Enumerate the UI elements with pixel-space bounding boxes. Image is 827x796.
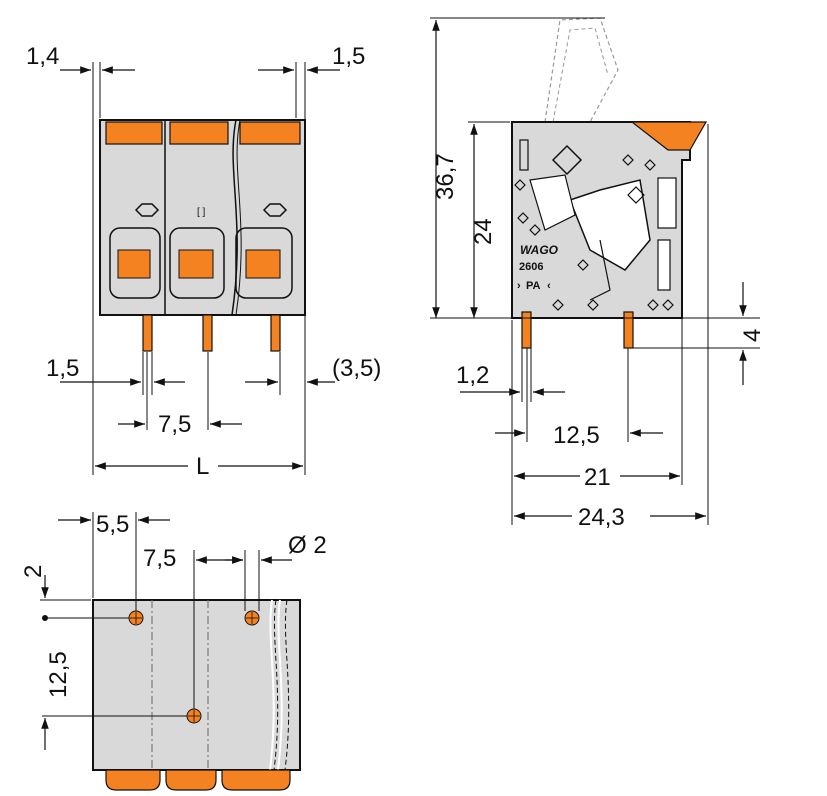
dim-pin-right: (3,5): [332, 355, 381, 382]
front-view: [ ] 1,4 1,5 1,5: [26, 43, 381, 480]
dim-right-wall: 1,5: [332, 43, 365, 70]
svg-text:‹: ‹: [547, 280, 551, 292]
dim-pin-length: 4: [739, 329, 766, 342]
dim-length: L: [196, 453, 209, 480]
front-pin-2: [202, 314, 213, 352]
dim-body-depth: 21: [584, 464, 611, 491]
dim-pcb-pitch: 7,5: [143, 545, 176, 572]
front-clamp-2: [178, 249, 214, 279]
dim-body-height: 24: [470, 218, 497, 245]
dim-total-height: 36,7: [432, 153, 459, 200]
side-view: WAGO 2606 › PA ‹ 36,7 24 4: [430, 17, 766, 531]
dim-left-wall: 1,4: [26, 43, 59, 70]
pcb-lever-1: [105, 769, 161, 791]
side-brand: WAGO: [520, 243, 559, 257]
side-material: PA: [526, 280, 541, 292]
svg-text:›: ›: [517, 280, 521, 292]
front-pin-1: [142, 314, 153, 352]
front-lever-1: [105, 121, 163, 145]
side-part-number: 2606: [519, 261, 543, 273]
front-clamp-1: [117, 249, 151, 279]
front-clamp-3: [245, 249, 281, 279]
dim-pin-width: 1,2: [456, 362, 489, 389]
pcb-lever-3: [221, 769, 291, 791]
front-opening-1: [109, 227, 161, 299]
dim-edge-offset: 5,5: [96, 511, 129, 538]
pcb-outline: [92, 599, 301, 771]
side-pin-2: [623, 311, 634, 349]
dim-pin-offset: 1,5: [46, 355, 79, 382]
front-opening-3: [235, 227, 293, 299]
pcb-layout: 5,5 7,5 Ø 2 2 12,5: [20, 511, 327, 791]
dim-front-pitch: 7,5: [158, 411, 191, 438]
dim-row-spacing: 12,5: [45, 651, 72, 698]
front-pin-3: [270, 314, 281, 352]
side-pin-1: [521, 311, 532, 349]
dim-top-offset: 2: [20, 565, 47, 578]
side-lever: [630, 121, 708, 151]
front-body: [99, 119, 306, 316]
front-lever-3: [239, 121, 301, 145]
pcb-lever-2: [165, 769, 217, 791]
svg-text:[ ]: [ ]: [197, 207, 206, 218]
front-opening-2: [169, 227, 225, 299]
dim-pin-spacing: 12,5: [553, 422, 600, 449]
front-lever-2: [169, 121, 229, 145]
dim-total-depth: 24,3: [578, 504, 625, 531]
dim-hole-diameter: Ø 2: [288, 532, 327, 559]
